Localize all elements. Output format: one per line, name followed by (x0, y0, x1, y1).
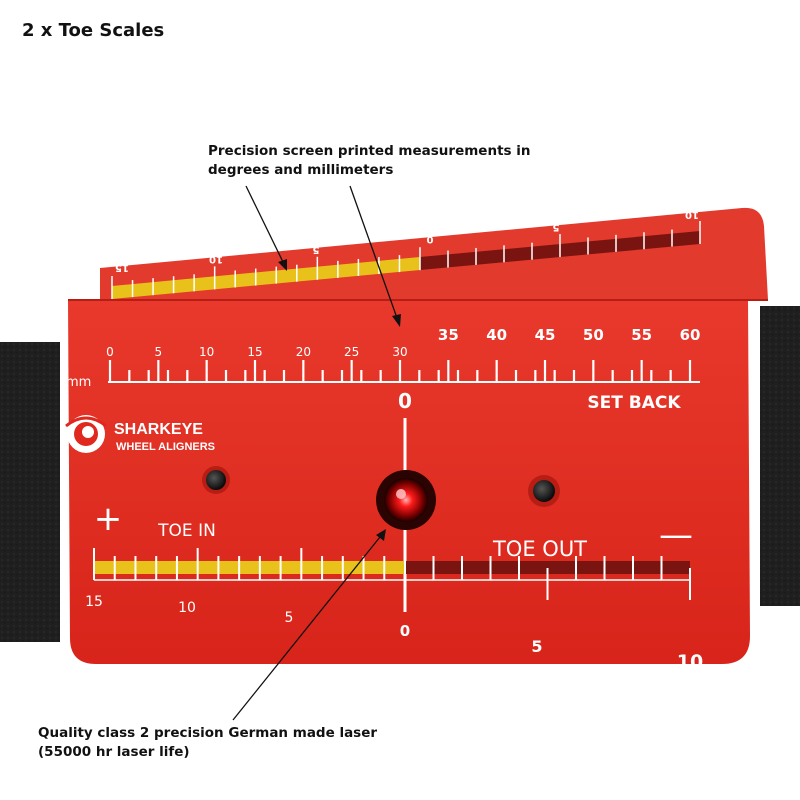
sharkeye-logo: SHARKEYE WHEEL ALIGNERS (65, 415, 215, 453)
setback-label: SET BACK (587, 393, 681, 413)
toe-yellow-band (94, 561, 405, 574)
top-callout-line1: Precision screen printed measurements in (208, 143, 531, 159)
mm-label: 60 (680, 326, 701, 344)
top-scale-label: 5 (552, 221, 559, 232)
toe-degree-scale: 15 10 5 0 5 10 (85, 548, 703, 673)
top-scale-label: 15 (115, 262, 129, 273)
top-scale-label: 10 (685, 209, 699, 220)
toe-in-label: TOE IN (157, 521, 216, 541)
toe-scale-label: 5 (531, 637, 542, 656)
mm-label: 50 (583, 326, 604, 344)
mm-label: 45 (535, 326, 556, 344)
bottom-callout-line2: (55000 hr laser life) (38, 744, 190, 760)
mm-label: 25 (344, 345, 359, 359)
brand-subtitle: WHEEL ALIGNERS (116, 441, 215, 453)
callout-arrows (232, 185, 401, 721)
plus-sign: + (94, 499, 123, 539)
top-callout-line2: degrees and millimeters (208, 162, 394, 178)
minus-sign: — (659, 515, 693, 555)
mm-label: 5 (155, 345, 163, 359)
toe-out-label: TOE OUT (492, 537, 587, 561)
left-belt (0, 342, 60, 642)
top-scale-label: 10 (209, 253, 223, 264)
left-screw (206, 470, 226, 490)
page-title: 2 x Toe Scales (22, 20, 165, 41)
setback-mm-scale: 0 5 10 15 20 25 30 35 40 45 50 55 60 mm (66, 326, 700, 390)
mm-label: 35 (438, 326, 459, 344)
toe-scale-label: 10 (178, 600, 196, 616)
brand-name: SHARKEYE (114, 421, 203, 438)
toe-scale-label: 15 (85, 594, 103, 610)
laser-icon (384, 478, 428, 522)
mm-label: 55 (631, 326, 652, 344)
mm-label: 40 (486, 326, 507, 344)
top-scale-label: 5 (312, 244, 319, 255)
top-degree-scale: 15 10 5 0 5 10 (111, 209, 701, 299)
mm-label: 20 (296, 345, 311, 359)
toe-scale-label: 10 (677, 651, 703, 673)
toe-scale-label: 5 (285, 610, 294, 626)
top-scale-label: 0 (426, 233, 433, 244)
setback-zero-label: 0 (398, 389, 412, 413)
toe-scale-label: 0 (400, 622, 410, 640)
toe-brown-band (405, 561, 690, 574)
mm-unit-label: mm (66, 375, 91, 390)
top-callout-text: Precision screen printed measurements in… (208, 142, 628, 180)
top-yellow-band (112, 257, 420, 299)
mm-label: 15 (247, 345, 262, 359)
right-screw (533, 480, 555, 502)
right-belt (760, 306, 800, 606)
bottom-callout-text: Quality class 2 precision German made la… (38, 724, 458, 762)
mm-label: 10 (199, 345, 214, 359)
mm-label: 0 (106, 345, 114, 359)
bottom-callout-line1: Quality class 2 precision German made la… (38, 725, 378, 741)
mm-label: 30 (392, 345, 407, 359)
